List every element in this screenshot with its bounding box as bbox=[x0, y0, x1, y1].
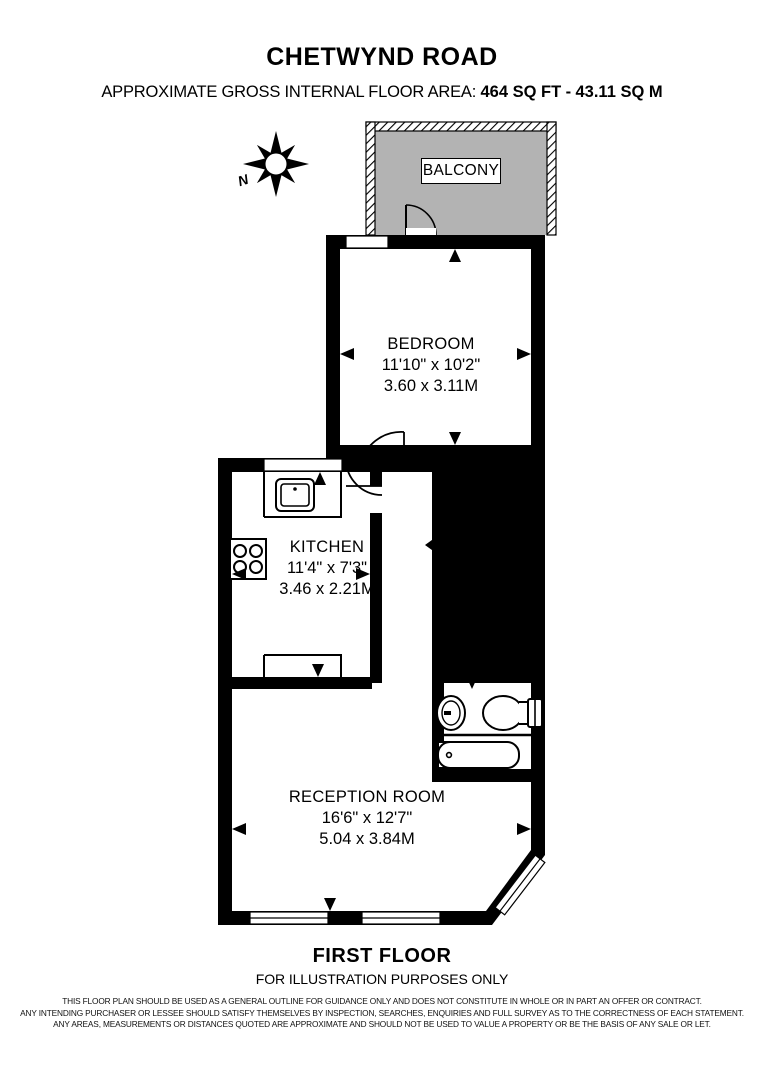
room-dim-metric-reception: 5.04 x 3.84M bbox=[319, 830, 415, 848]
room-label-bedroom: BEDROOM 11'10" x 10'2" 3.60 x 3.11M bbox=[326, 334, 536, 397]
plan-header: CHETWYND ROAD APPROXIMATE GROSS INTERNAL… bbox=[0, 0, 764, 101]
doors bbox=[345, 431, 450, 680]
room-dim-imperial-bedroom: 11'10" x 10'2" bbox=[381, 356, 481, 374]
floor-area-line: APPROXIMATE GROSS INTERNAL FLOOR AREA: 4… bbox=[0, 84, 764, 101]
room-dim-metric-bedroom: 3.60 x 3.11M bbox=[383, 377, 479, 395]
disclaimer-line-1: THIS FLOOR PLAN SHOULD BE USED AS A GENE… bbox=[62, 996, 702, 1006]
floor-area-sqm: 43.11 SQ M bbox=[575, 83, 663, 101]
room-label-kitchen: KITCHEN 11'4" x 7'3" 3.46 x 2.21M bbox=[232, 537, 422, 600]
floor-area-separator: - bbox=[565, 83, 572, 101]
disclaimer-line-3: ANY AREAS, MEASUREMENTS OR DISTANCES QUO… bbox=[53, 1019, 711, 1029]
wash-basin-icon bbox=[436, 695, 466, 731]
room-dim-metric-kitchen: 3.46 x 2.21M bbox=[279, 580, 375, 598]
room-label-balcony: BALCONY bbox=[421, 158, 501, 184]
kitchen-units bbox=[263, 472, 342, 683]
toilet-icon bbox=[482, 695, 543, 731]
room-name-reception: RECEPTION ROOM bbox=[288, 788, 446, 806]
compass-rose-icon bbox=[243, 131, 309, 197]
bathroom-fixtures bbox=[436, 695, 543, 769]
room-dim-imperial-reception: 16'6" x 12'7" bbox=[321, 809, 413, 827]
floor-level-label: FIRST FLOOR bbox=[312, 945, 452, 967]
room-name-kitchen: KITCHEN bbox=[289, 538, 365, 556]
entrance-arrow bbox=[425, 532, 470, 558]
floor-area-sqft: 464 SQ FT bbox=[480, 83, 562, 101]
floor-area-label: APPROXIMATE GROSS INTERNAL FLOOR AREA: bbox=[101, 83, 477, 101]
kitchen-sink-icon bbox=[275, 478, 315, 512]
room-dim-imperial-kitchen: 11'4" x 7'3" bbox=[286, 559, 368, 577]
windows bbox=[249, 235, 546, 925]
disclaimer-line-2: ANY INTENDING PURCHASER OR LESSEE SHOULD… bbox=[20, 1007, 744, 1018]
illustration-note: FOR ILLUSTRATION PURPOSES ONLY bbox=[255, 971, 509, 987]
bathtub-icon bbox=[437, 741, 520, 769]
disclaimer-block: THIS FLOOR PLAN SHOULD BE USED AS A GENE… bbox=[0, 996, 764, 1031]
page-title: CHETWYND ROAD bbox=[266, 43, 498, 71]
kitchen-hob-icon bbox=[229, 538, 267, 580]
room-name-bedroom: BEDROOM bbox=[387, 335, 475, 353]
room-label-reception: RECEPTION ROOM 16'6" x 12'7" 5.04 x 3.84… bbox=[232, 787, 502, 850]
dimension-markers bbox=[232, 249, 531, 911]
